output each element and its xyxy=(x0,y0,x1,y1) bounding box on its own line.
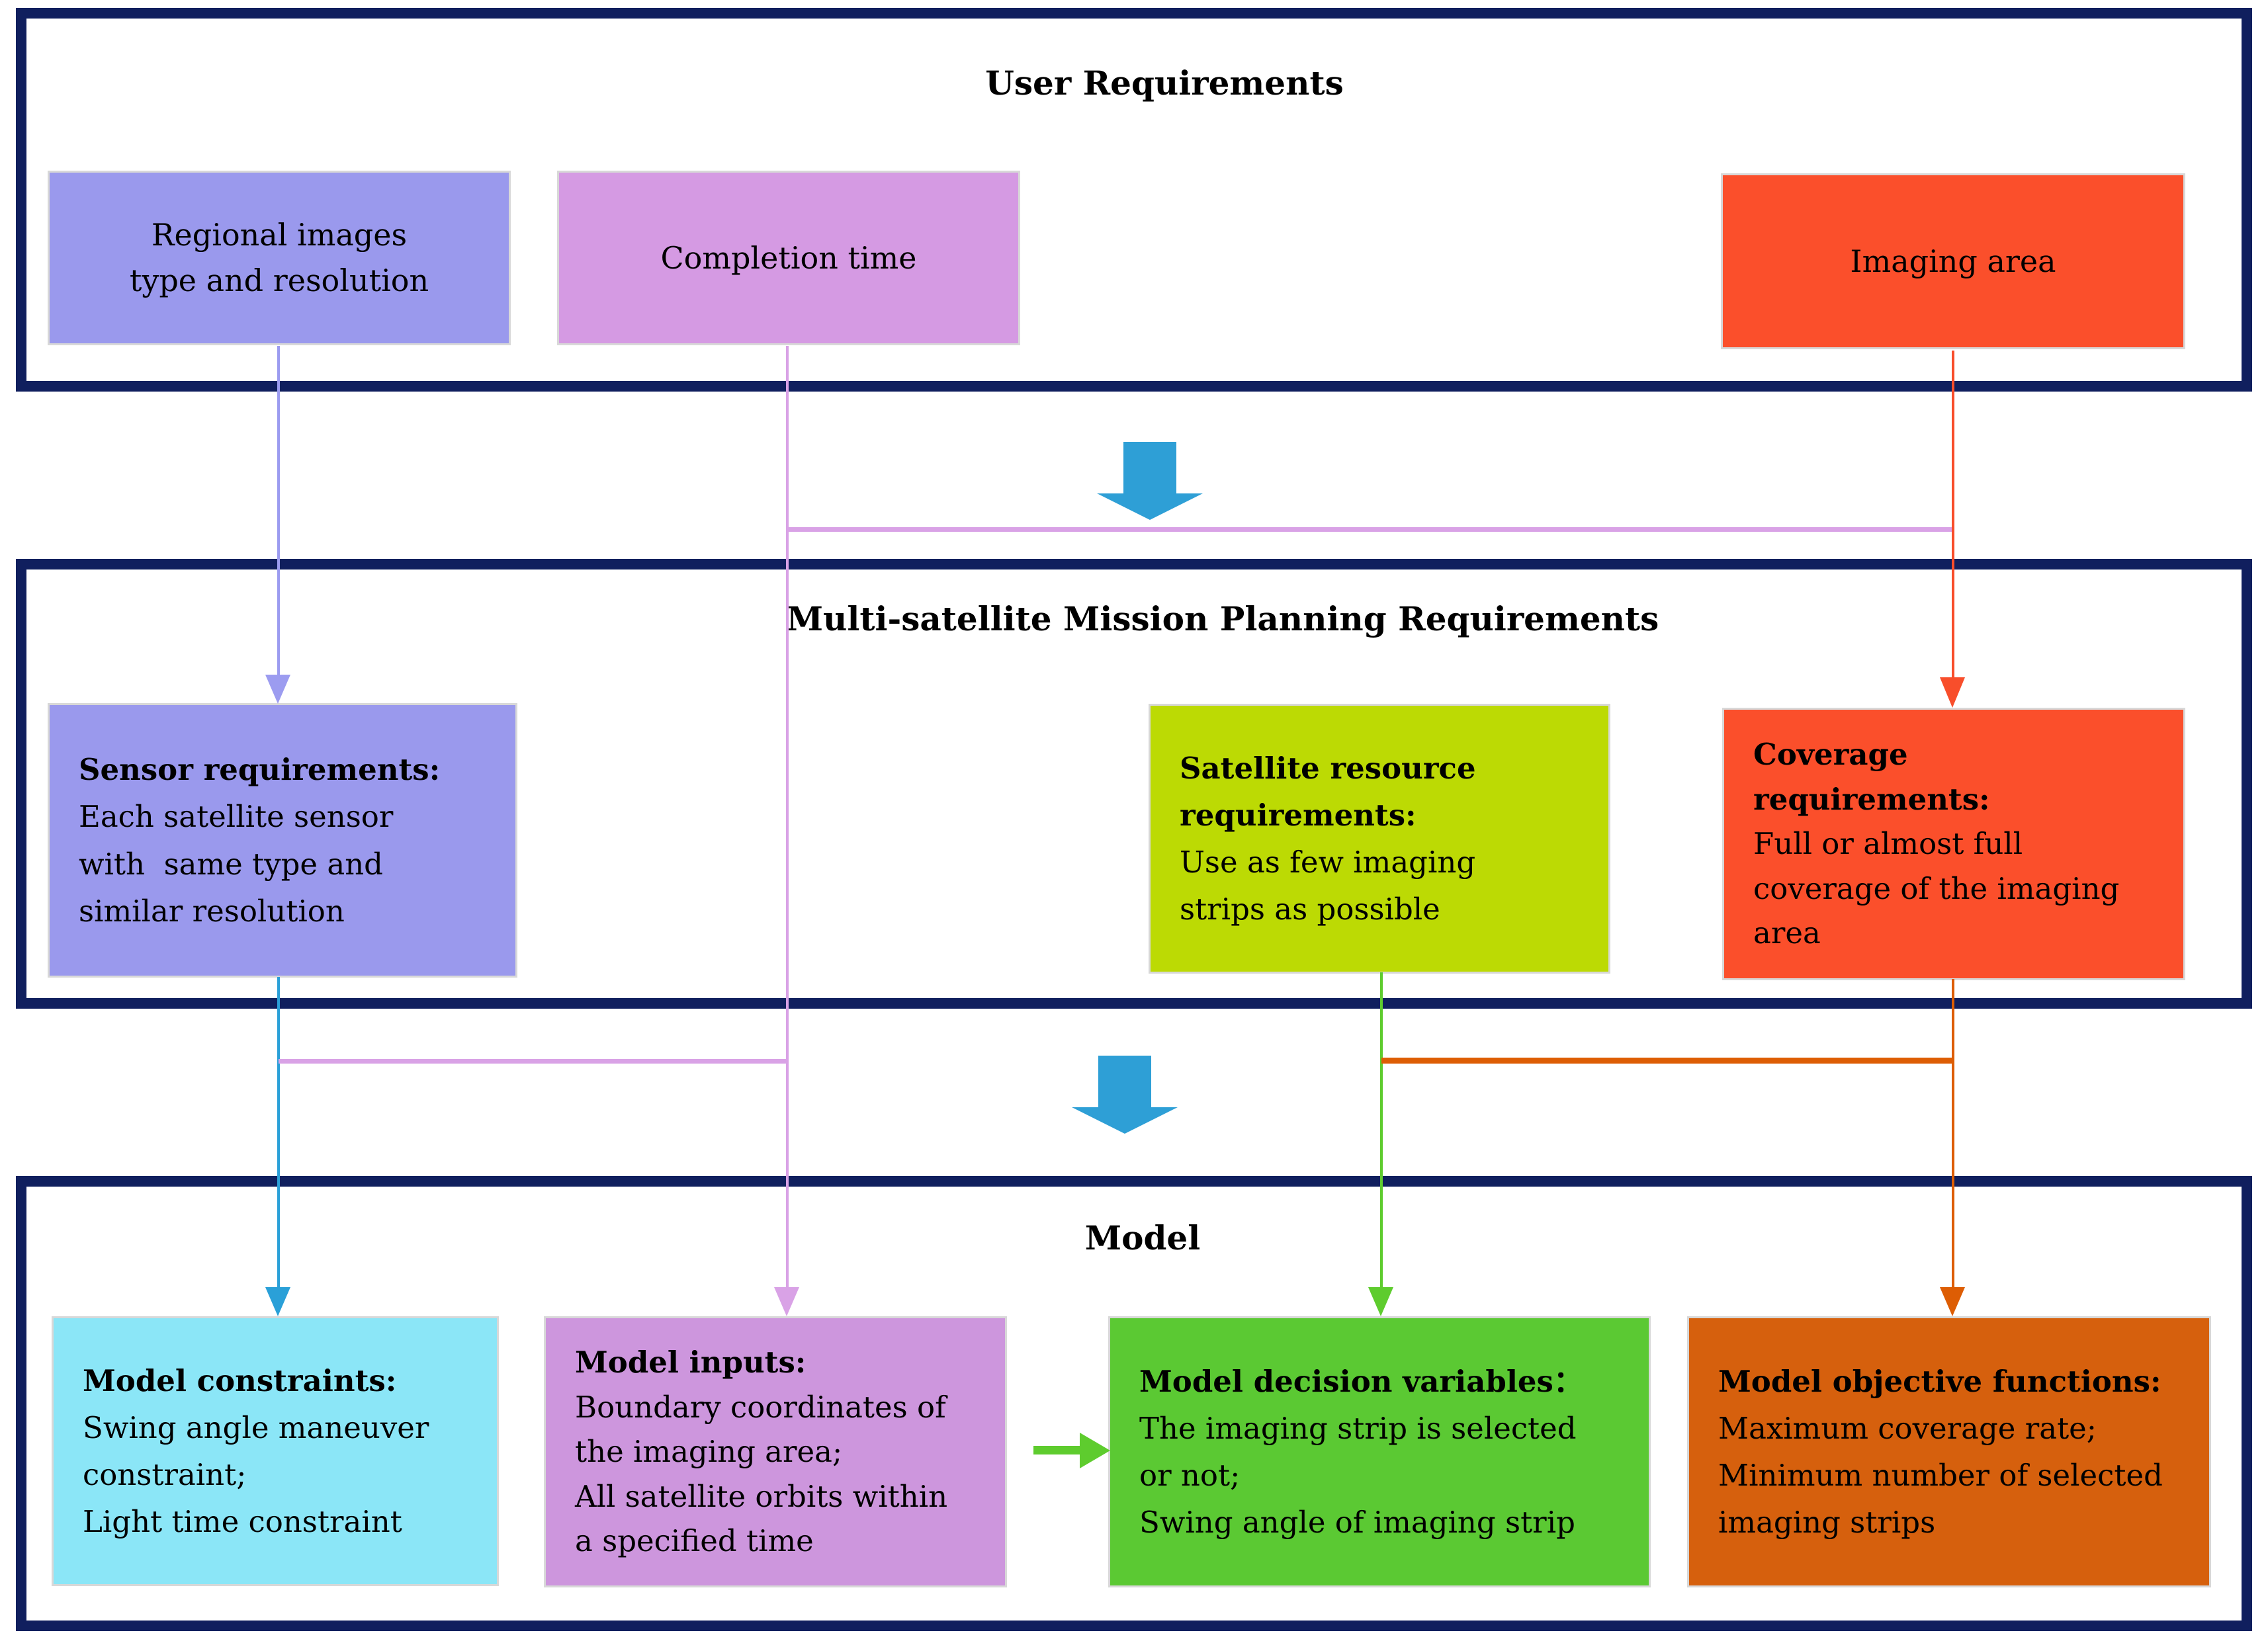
box-sensor-requirements: Sensor requirements: Each satellite sens… xyxy=(48,703,517,978)
box-coverage-requirements-heading: Coverage requirements: xyxy=(1753,737,1990,817)
connector-completion-to-model-inputs xyxy=(786,346,789,1288)
box-model-constraints-heading: Model constraints: xyxy=(83,1363,397,1398)
down-block-arrow-user-to-planning-icon xyxy=(1123,442,1176,493)
section-frame-model xyxy=(16,1176,2252,1631)
connector-inputs-to-decision-variables xyxy=(1033,1446,1081,1454)
section-frame-planning-requirements xyxy=(16,559,2252,1009)
box-satellite-resource-requirements: Satellite resource requirements: Use as … xyxy=(1149,704,1610,974)
box-coverage-requirements-body: Full or almost full coverage of the imag… xyxy=(1753,826,2120,951)
down-block-arrow-planning-to-model-icon xyxy=(1098,1056,1151,1107)
box-model-objective-functions: Model objective functions: Maximum cover… xyxy=(1687,1316,2211,1587)
box-model-objective-functions-heading: Model objective functions: xyxy=(1718,1363,2161,1399)
box-imaging-area-label: Imaging area xyxy=(1850,243,2056,279)
arrowhead-completion-to-model-inputs-icon xyxy=(774,1287,799,1316)
connector-sensor-completion-branch xyxy=(279,1059,787,1064)
box-regional-images: Regional images type and resolution xyxy=(48,171,511,345)
section-title-user-requirements: User Requirements xyxy=(985,63,1344,103)
down-block-arrow-user-to-planning-head-icon xyxy=(1097,493,1203,520)
box-model-constraints: Model constraints: Swing angle maneuver … xyxy=(52,1316,499,1586)
box-model-inputs: Model inputs: Boundary coordinates of th… xyxy=(544,1316,1007,1587)
arrowhead-inputs-to-decision-variables-icon xyxy=(1080,1433,1110,1468)
connector-resource-coverage-branch xyxy=(1381,1058,1953,1064)
box-model-decision-variables-heading: Model decision variables： xyxy=(1139,1363,1583,1399)
box-model-constraints-body: Swing angle maneuver constraint; Light t… xyxy=(83,1410,429,1540)
connector-satellite-resource-to-decision-variables xyxy=(1380,972,1383,1288)
box-satellite-resource-body: Use as few imaging strips as possible xyxy=(1180,845,1476,927)
section-title-model: Model xyxy=(1084,1218,1201,1257)
connector-regional-to-sensor xyxy=(277,346,280,676)
box-imaging-area: Imaging area xyxy=(1721,173,2185,349)
arrowhead-regional-to-sensor-icon xyxy=(265,675,290,704)
connector-imaging-to-coverage xyxy=(1952,351,1954,677)
box-completion-time: Completion time xyxy=(557,171,1020,345)
arrowhead-resource-to-decision-variables-icon xyxy=(1368,1287,1393,1316)
box-completion-time-label: Completion time xyxy=(660,239,917,276)
box-coverage-requirements: Coverage requirements: Full or almost fu… xyxy=(1722,708,2185,980)
arrowhead-sensor-to-model-constraints-icon xyxy=(265,1287,290,1316)
box-regional-images-label: Regional images type and resolution xyxy=(129,217,429,298)
connector-coverage-to-objective-functions xyxy=(1952,979,1954,1288)
section-title-planning-requirements: Multi-satellite Mission Planning Require… xyxy=(786,599,1659,638)
box-model-inputs-body: Boundary coordinates of the imaging area… xyxy=(575,1389,948,1559)
connector-completion-imaging-branch xyxy=(787,527,1953,532)
connector-sensor-to-model-constraints xyxy=(277,977,280,1288)
box-model-objective-functions-body: Maximum coverage rate; Minimum number of… xyxy=(1718,1410,2163,1540)
box-model-decision-variables: Model decision variables： The imaging st… xyxy=(1108,1316,1651,1587)
box-satellite-resource-heading: Satellite resource requirements: xyxy=(1180,750,1476,833)
box-model-decision-variables-body: The imaging strip is selected or not; Sw… xyxy=(1139,1410,1577,1540)
box-sensor-requirements-body: Each satellite sensor with same type and… xyxy=(79,799,394,929)
box-model-inputs-heading: Model inputs: xyxy=(575,1345,807,1380)
down-block-arrow-planning-to-model-head-icon xyxy=(1072,1107,1178,1134)
section-frame-user-requirements xyxy=(16,8,2252,392)
arrowhead-imaging-to-coverage-icon xyxy=(1940,677,1965,708)
arrowhead-coverage-to-objective-functions-icon xyxy=(1940,1287,1965,1316)
box-sensor-requirements-heading: Sensor requirements: xyxy=(79,752,441,788)
